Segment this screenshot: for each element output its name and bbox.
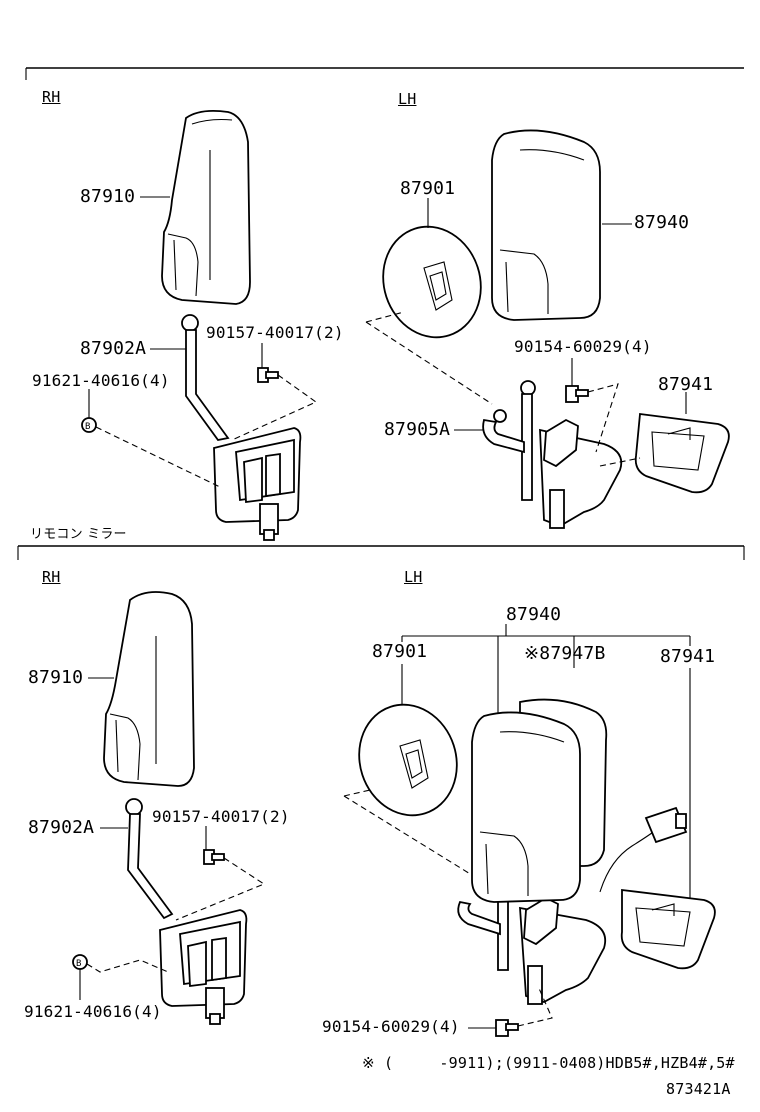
part-87901-bottom: 87901 <box>372 641 428 662</box>
part-87910-top: 87910 <box>80 186 136 207</box>
dash-bottom-glass <box>343 789 481 881</box>
top-rh-mirror-bracket <box>181 314 302 541</box>
bottom-lh-screw <box>495 1019 519 1037</box>
top-rh-mirror-cover <box>161 109 251 305</box>
footnote: ※ ( -9911);(9911-0408)HDB5#,HZB4#,5# <box>362 1054 735 1072</box>
part-90157-bottom: 90157-40017(2) <box>152 807 290 826</box>
bottom-lh-mirror-glass <box>358 703 458 817</box>
dash-bottom-bolt <box>86 959 169 973</box>
part-87941-bottom: 87941 <box>660 646 716 667</box>
diagram-id: 873421A <box>666 1080 731 1098</box>
bottom-rh-label: RH <box>42 568 61 586</box>
bottom-lh-label: LH <box>404 568 423 586</box>
bolt-marker-top: B <box>85 422 91 432</box>
part-90154-bottom: 90154-60029(4) <box>322 1017 460 1036</box>
part-87910-bottom: 87910 <box>28 667 84 688</box>
bottom-lh-gasket <box>620 888 716 970</box>
top-rh-label: RH <box>42 88 61 106</box>
part-87905a-top: 87905A <box>384 419 451 440</box>
dash-top-glass <box>365 311 493 405</box>
part-87901-top: 87901 <box>400 178 456 199</box>
part-87902a-top: 87902A <box>80 338 147 359</box>
divider-label: リモコン ミラー <box>30 527 127 542</box>
dash-top-gasket <box>599 457 641 467</box>
bottom-lh-connector <box>599 806 688 893</box>
top-lh-label: LH <box>398 90 417 108</box>
bolt-marker-bottom: B <box>76 959 82 969</box>
part-90157-top: 90157-40017(2) <box>206 323 344 342</box>
top-lh-mirror-glass <box>382 225 482 339</box>
part-91621-top: 91621-40616(4) <box>32 371 170 390</box>
bottom-lh-bracket <box>457 889 607 1005</box>
top-lh-bracket <box>482 380 623 529</box>
part-91621-bottom: 91621-40616(4) <box>24 1002 162 1021</box>
bottom-rh-screw <box>203 849 225 865</box>
dash-bottom-screw <box>175 857 266 921</box>
top-lh-gasket <box>634 412 730 494</box>
dash-bottom-screw-lh <box>517 985 553 1027</box>
top-lh-screw <box>565 385 589 403</box>
bottom-lh-mirror-cover <box>471 711 581 903</box>
dash-top-lh-screw <box>587 383 619 453</box>
bottom-rh-mirror-bracket <box>125 798 248 1025</box>
part-87902a-bottom: 87902A <box>28 817 95 838</box>
top-lh-mirror-cover <box>491 129 601 321</box>
dash-top-screw <box>231 374 318 441</box>
bottom-rh-mirror-cover <box>103 591 195 787</box>
part-87940-bottom: 87940 <box>506 604 562 625</box>
part-87947b-bottom: ※87947B <box>524 643 606 664</box>
top-rh-screw <box>257 367 279 383</box>
part-87940-top: 87940 <box>634 212 690 233</box>
part-87941-top: 87941 <box>658 374 714 395</box>
dash-top-bolt <box>95 426 223 489</box>
part-90154-top: 90154-60029(4) <box>514 337 652 356</box>
